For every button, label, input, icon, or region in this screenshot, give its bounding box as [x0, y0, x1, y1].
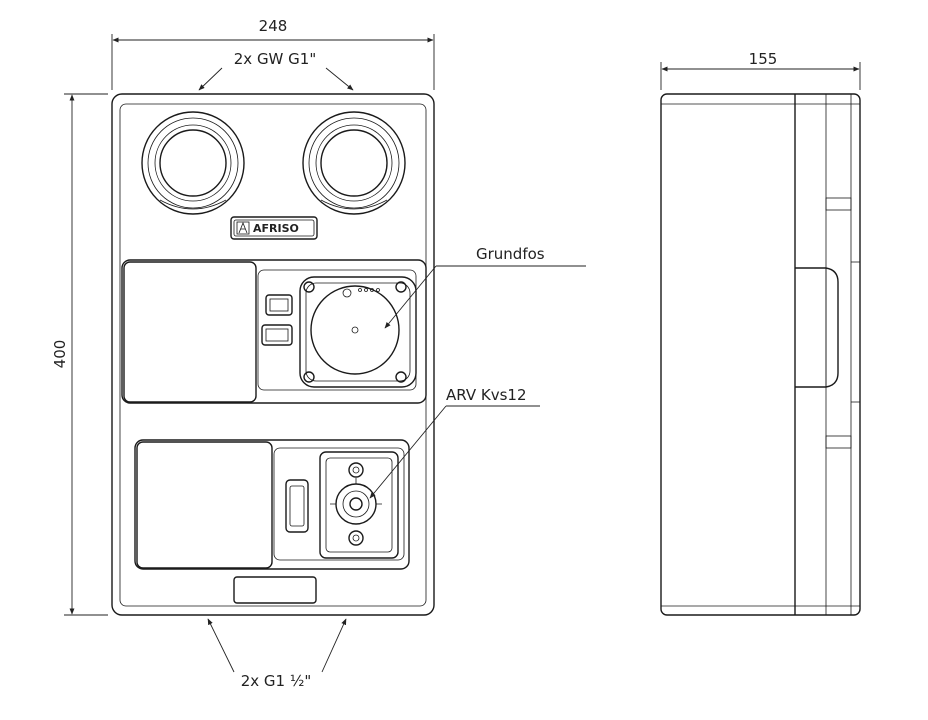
callout-bottom-connections: [207, 618, 347, 673]
pump-label: Grundfos: [476, 245, 545, 263]
logo-text: AFRISO: [253, 222, 299, 235]
dimension-width: [111, 34, 435, 90]
callout-top-connections: [198, 67, 354, 91]
callout-pump: [384, 265, 586, 329]
dimension-depth: [660, 62, 861, 90]
callout-valve: [369, 405, 540, 499]
top-fitting-left: [141, 111, 245, 215]
valve-section: [134, 439, 410, 570]
bottom-connections-label: 2x G1 ½": [241, 672, 312, 690]
bottom-label-slot: [233, 576, 317, 604]
dimension-height: [64, 93, 108, 616]
side-view: [660, 93, 861, 616]
afriso-logo: AFRISO: [230, 216, 318, 240]
front-view: AFRISO: [111, 93, 435, 616]
depth-value: 155: [749, 50, 778, 68]
top-fitting-right: [302, 111, 406, 215]
height-value: 400: [51, 340, 69, 369]
valve-label: ARV Kvs12: [446, 386, 527, 404]
top-connections-label: 2x GW G1": [234, 50, 316, 68]
pump-section: [121, 259, 427, 404]
width-value: 248: [259, 17, 288, 35]
